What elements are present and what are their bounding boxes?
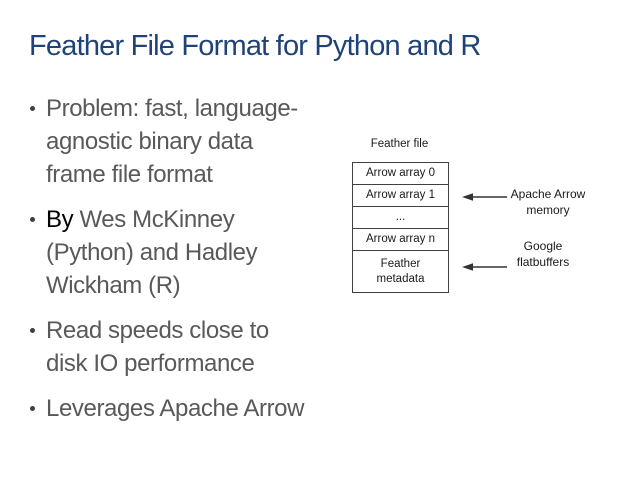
diagram-title: Feather file xyxy=(370,138,429,150)
bullet-dot xyxy=(30,328,35,333)
bullet-dot xyxy=(30,106,35,111)
bullet-item-read-speeds: Read speeds close to disk IO performance xyxy=(28,314,348,380)
bullet-body: Problem: fast, language- agnostic binary… xyxy=(46,95,298,188)
file-structure-box: Arrow array 0 Arrow array 1 ... Arrow ar… xyxy=(352,162,449,293)
bullet-item-problem: Problem: fast, language- agnostic binary… xyxy=(28,92,348,191)
bullet-body: Leverages Apache Arrow xyxy=(46,395,305,422)
bullet-text: By Wes McKinney (Python) and Hadley Wick… xyxy=(46,203,258,302)
bullet-body: Wes McKinney (Python) and Hadley Wickham… xyxy=(46,206,258,299)
bullet-dot xyxy=(30,406,35,411)
stack-row-arrow-array-0: Arrow array 0 xyxy=(353,163,448,185)
left-arrow-icon xyxy=(462,263,507,271)
left-arrow-icon xyxy=(462,193,507,201)
bullet-item-authors: By Wes McKinney (Python) and Hadley Wick… xyxy=(28,203,348,302)
stack-row-feather-metadata: Feather metadata xyxy=(376,257,425,285)
bullet-text: Read speeds close to disk IO performance xyxy=(46,314,269,380)
bullet-text: Leverages Apache Arrow xyxy=(46,392,304,425)
bullet-item-leverages-arrow: Leverages Apache Arrow xyxy=(28,392,348,425)
bullet-body: Read speeds close to disk IO performance xyxy=(46,317,269,377)
stack-row-ellipsis: ... xyxy=(353,207,448,229)
annotation-apache-arrow-memory: Apache Arrow memory xyxy=(510,187,586,217)
annotation-google-flatbuffers: Google flatbuffers xyxy=(516,239,570,269)
stack-row-arrow-array-1: Arrow array 1 xyxy=(353,185,448,207)
slide-title: Feather File Format for Python and R xyxy=(29,30,481,62)
bullet-dot xyxy=(30,217,35,222)
bullet-list: Problem: fast, language- agnostic binary… xyxy=(28,92,348,437)
bullet-text: Problem: fast, language- agnostic binary… xyxy=(46,92,298,191)
bullet-lead: By xyxy=(46,206,80,233)
stack-row-arrow-array-n: Arrow array n xyxy=(353,229,448,251)
